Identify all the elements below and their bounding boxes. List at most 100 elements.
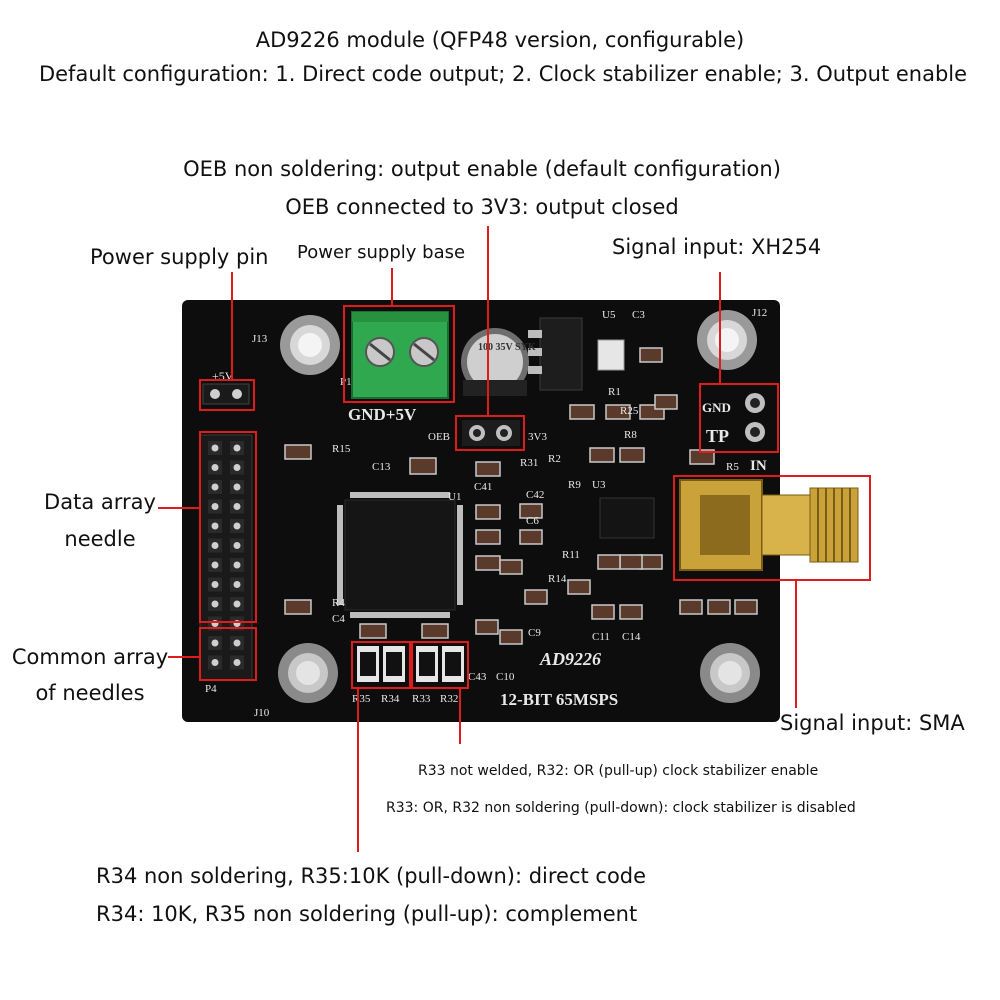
highlight-r35-r34 (351, 641, 411, 689)
r33-note-1: R33 not welded, R32: OR (pull-up) clock … (418, 763, 819, 779)
sma-connector (679, 479, 859, 571)
voltage-regulator (528, 317, 583, 391)
signal-xh254-label: Signal input: XH254 (612, 235, 822, 259)
highlight-boxes (199, 305, 871, 689)
silk-c6: C6 (526, 515, 539, 527)
header-pin (233, 503, 241, 510)
silk-u3: U3 (592, 479, 606, 491)
silk-u1: U1 (448, 491, 461, 503)
header-pin (211, 522, 219, 530)
silk-c41: C41 (474, 481, 492, 493)
silk-c4: C4 (332, 613, 345, 625)
smd-components (284, 347, 758, 645)
header-pin (233, 444, 241, 452)
silk-chip-name: AD9226 (539, 649, 601, 669)
header-pin (233, 542, 241, 549)
header-pin (211, 581, 219, 588)
header-pin (211, 659, 219, 666)
common-array-label-1: Common array (11, 645, 169, 669)
silk-c9: C9 (528, 627, 541, 639)
silk-p1: P1 (340, 376, 352, 388)
header-pin (233, 581, 241, 588)
common-array-label-2: of needles (35, 681, 145, 705)
silk-r35: R35 (352, 693, 371, 705)
silk-gnd-5v: GND+5V (348, 405, 417, 424)
u3-chip (599, 497, 655, 539)
mounting-hole-top-left (280, 315, 340, 375)
header-pin (233, 464, 241, 471)
header-pin (233, 522, 241, 530)
silk-r2: R2 (548, 453, 561, 465)
silk-j10: J10 (254, 707, 270, 719)
header-pin (211, 503, 219, 510)
power-terminal-block (351, 311, 449, 399)
leader-lines (158, 226, 797, 852)
silk-r33: R33 (412, 693, 431, 705)
highlight-common-array (199, 627, 257, 681)
resistor-pads (357, 646, 464, 682)
power-pin-header (202, 383, 250, 405)
r33-note-2: R33: OR, R32 non soldering (pull-down): … (386, 800, 856, 816)
silk-r34: R34 (381, 693, 400, 705)
oeb-note-1: OEB non soldering: output enable (defaul… (183, 157, 781, 181)
small-connector (597, 339, 625, 371)
silk-c14: C14 (622, 631, 641, 643)
xh254-pads (745, 393, 765, 442)
header-pin (233, 659, 241, 666)
power-base-label: Power supply base (297, 242, 466, 263)
silk-spec: 12-BIT 65MSPS (500, 690, 618, 709)
data-array-label-2: needle (64, 527, 136, 551)
silk-oeb: OEB (428, 431, 450, 443)
silk-r15: R15 (332, 443, 351, 455)
silk-c3: C3 (632, 309, 645, 321)
header-pins (208, 441, 244, 670)
header-pin (211, 444, 219, 452)
header-pin (233, 639, 241, 647)
highlight-oeb (455, 415, 525, 451)
header-pin (233, 600, 241, 608)
highlight-data-array (199, 431, 257, 623)
silk-tp: TP (706, 426, 729, 446)
power-pin-label: Power supply pin (90, 245, 269, 269)
silk-c11: C11 (592, 631, 610, 643)
highlight-power-pin (199, 379, 255, 411)
silk-r4: R4 (332, 597, 345, 609)
silk-j12: J12 (752, 307, 767, 319)
silk-c43: C43 (468, 671, 487, 683)
header-pin (233, 561, 241, 569)
page-subtitle: Default configuration: 1. Direct code ou… (38, 62, 968, 86)
silk-in: IN (750, 458, 767, 474)
adc-chip (337, 492, 463, 618)
silk-j13: J13 (252, 333, 268, 345)
silk-r32: R32 (440, 693, 458, 705)
silk-c13: C13 (372, 461, 391, 473)
silk-r8: R8 (624, 429, 637, 441)
silk-r14: R14 (548, 573, 567, 585)
power-pin-1 (210, 389, 220, 399)
header-pin (211, 639, 219, 647)
silk-c10: C10 (496, 671, 515, 683)
oeb-note-2: OEB connected to 3V3: output closed (285, 195, 679, 219)
r34-note-2: R34: 10K, R35 non soldering (pull-up): c… (96, 902, 638, 926)
power-pin-2 (232, 389, 242, 399)
silk-u5: U5 (602, 309, 616, 321)
silk-r1: R1 (608, 386, 621, 398)
silk-r25: R25 (620, 405, 639, 417)
mounting-hole-top-right (697, 310, 757, 370)
header-pin (211, 561, 219, 569)
page-title: AD9226 module (QFP48 version, configurab… (255, 28, 745, 52)
silk-r31: R31 (520, 457, 538, 469)
highlight-r33-r32 (411, 641, 469, 689)
data-array-label-1: Data array (44, 490, 156, 514)
silk-gnd: GND (702, 400, 731, 415)
pin-header (199, 434, 253, 681)
header-pin (211, 542, 219, 549)
header-pin (211, 483, 219, 491)
header-pin (211, 464, 219, 471)
header-pin (211, 600, 219, 608)
header-pin (233, 483, 241, 491)
highlight-sma (673, 475, 871, 581)
silk-cap: 100 35V SYK (478, 342, 536, 353)
signal-sma-label: Signal input: SMA (780, 711, 965, 735)
silk-r11: R11 (562, 549, 580, 561)
